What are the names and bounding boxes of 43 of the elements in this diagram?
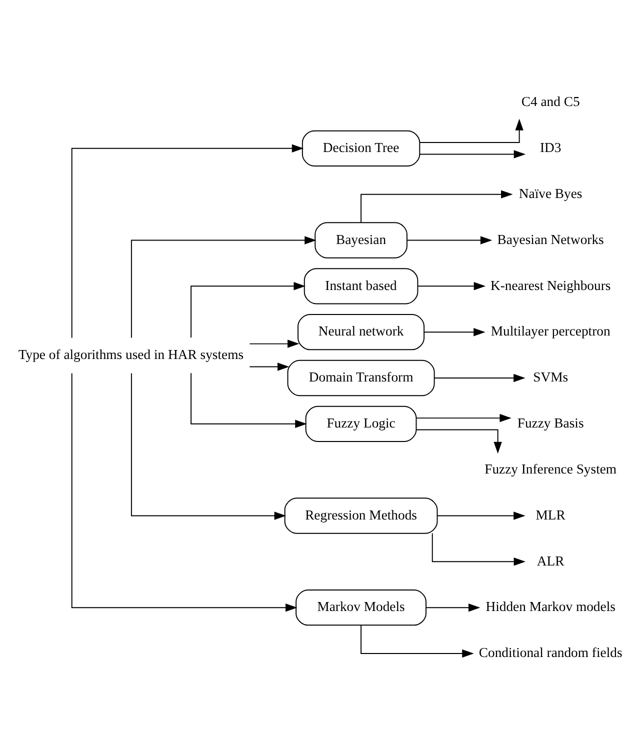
node-text: Fuzzy Inference System <box>484 461 617 476</box>
node-text: Type of algorithms used in HAR systems <box>18 347 244 362</box>
node-text: MLR <box>536 507 566 522</box>
node-box: Domain Transform <box>287 360 435 396</box>
arrow <box>249 340 300 348</box>
arrow <box>434 374 526 382</box>
arrow <box>71 372 298 612</box>
node-text: Naïve Byes <box>518 186 582 201</box>
arrow <box>71 144 304 338</box>
arrow <box>360 624 474 658</box>
arrow <box>416 429 502 454</box>
arrow <box>417 282 486 290</box>
arrow <box>419 118 524 144</box>
node-text: ALR <box>536 553 564 568</box>
arrow <box>432 532 526 566</box>
arrow <box>360 190 513 224</box>
node-text: Multilayer perceptron <box>490 324 610 339</box>
arrow <box>419 150 526 158</box>
node-text: C4 and C5 <box>521 94 580 110</box>
arrow <box>190 372 307 428</box>
node-box: Neural network <box>298 314 425 350</box>
node-text: Conditional random fields <box>478 645 622 660</box>
node-box: Markov Models <box>296 590 426 626</box>
arrow <box>249 362 290 371</box>
arrow <box>190 282 306 338</box>
node-text: Fuzzy Basis <box>517 416 584 431</box>
node-text: ID3 <box>540 140 562 156</box>
node-text: Hidden Markov models <box>486 599 616 614</box>
node-box: Fuzzy Logic <box>305 406 417 442</box>
arrow <box>416 414 512 422</box>
arrow <box>436 512 526 520</box>
arrow <box>130 372 286 520</box>
node-text: SVMs <box>533 370 568 385</box>
node-text: K-nearest Neighbours <box>490 278 611 293</box>
arrow <box>406 236 492 244</box>
node-box: Bayesian <box>314 222 408 258</box>
node-text: Bayesian Networks <box>497 232 604 247</box>
arrow <box>130 236 316 338</box>
node-box: Regression Methods <box>284 498 438 534</box>
node-box: Decision Tree <box>302 130 420 166</box>
arrow <box>426 603 480 612</box>
node-box: Instant based <box>304 268 418 304</box>
arrow <box>424 328 486 336</box>
